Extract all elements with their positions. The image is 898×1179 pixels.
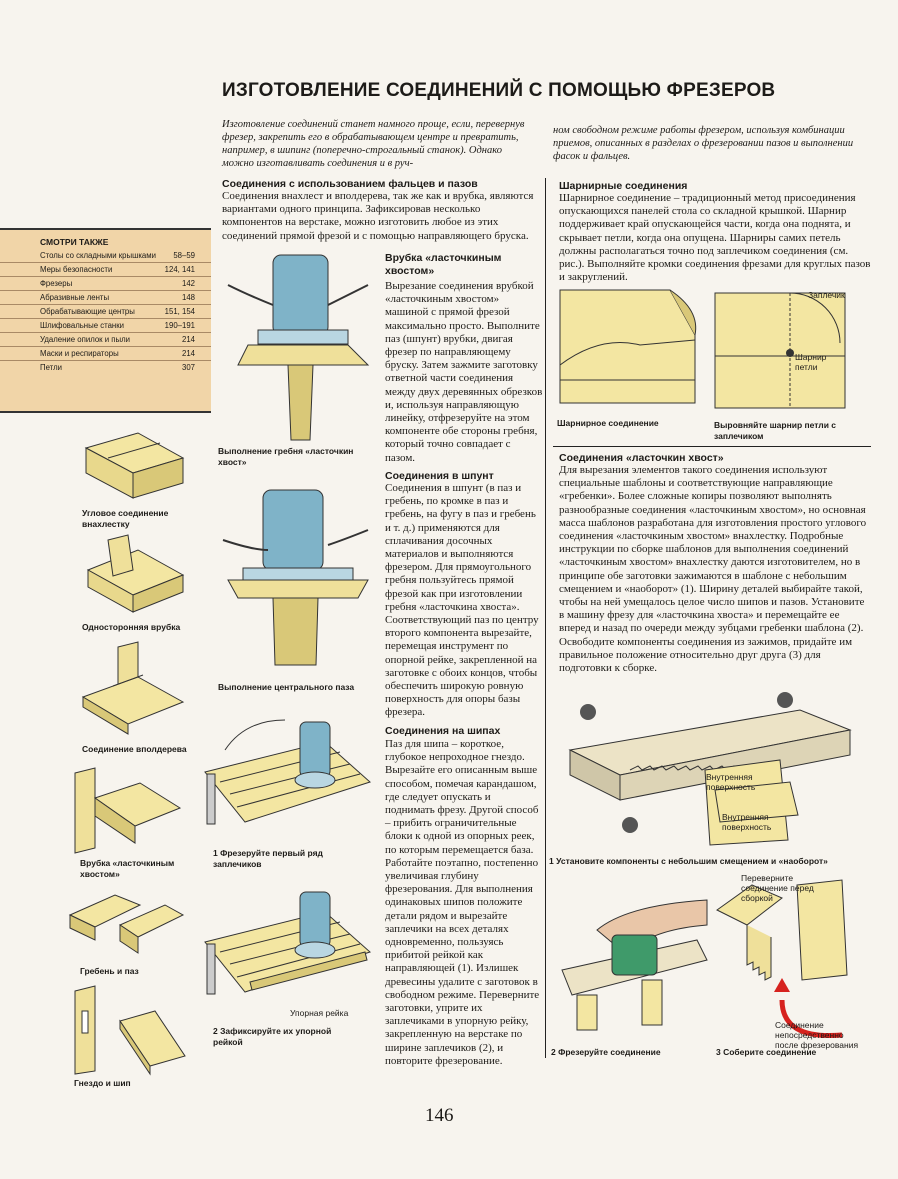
router-central-groove-illustration bbox=[222, 489, 369, 666]
label-fence: Упорная рейка bbox=[290, 1008, 349, 1018]
one-side-housing-illustration bbox=[86, 534, 185, 613]
label-flip: Переверните соединение перед сборкой bbox=[741, 873, 814, 903]
heading-rabbet: Соединения с использованием фальцев и па… bbox=[222, 178, 478, 190]
caption-dovetail-housing: Врубка «ласточкиным хвостом» bbox=[80, 858, 175, 879]
caption-step1: 1 Фрезеруйте первый ряд заплечиков bbox=[213, 848, 323, 869]
body-rabbet: Соединения внахлест и вполдерева, так же… bbox=[222, 190, 534, 242]
body-dovetail: Для вырезания элементов такого соединени… bbox=[559, 464, 867, 675]
caption-hinge-left: Шарнирное соединение bbox=[557, 418, 659, 428]
body-dovetail-housing: Вырезание соединения врубкой «ласточкины… bbox=[385, 280, 543, 464]
tenon-step2-illustration bbox=[204, 891, 371, 995]
see-also-title: СМОТРИ ТАКЖЕ bbox=[40, 237, 109, 247]
hinge-joint-illustration bbox=[559, 289, 697, 404]
body-tongue: Соединения в шпунт (в паз и гребень, по … bbox=[385, 482, 539, 719]
tenon-step1-illustration bbox=[204, 719, 371, 825]
label-inner1: Внутренняя поверхность bbox=[706, 772, 756, 792]
caption-tongue-groove: Гребень и паз bbox=[80, 966, 139, 976]
label-inner2: Внутренняя поверхность bbox=[722, 812, 772, 832]
mortise-tenon-illustration bbox=[74, 985, 186, 1076]
caption-hinge-right: Выровняйте шарнир петли с заплечиком bbox=[714, 420, 837, 441]
caption-corner-lap: Угловое соединение внахлестку bbox=[82, 508, 169, 529]
page-number: 146 bbox=[425, 1105, 454, 1126]
body-hinge: Шарнирное соединение – традиционный мето… bbox=[559, 192, 871, 284]
section-rule bbox=[553, 446, 871, 447]
caption-mortise-tenon: Гнездо и шип bbox=[74, 1078, 131, 1088]
see-also-box: СМОТРИ ТАКЖЕ Столы со складными крышками… bbox=[0, 228, 211, 413]
label-after: Соединение непосредственно после фрезеро… bbox=[775, 1020, 859, 1050]
hinge-alignment-illustration bbox=[714, 292, 846, 409]
caption-step2: 2 Зафиксируйте их упорной рейкой bbox=[213, 1026, 332, 1047]
caption-dovetail-ridge: Выполнение гребня «ласточкин хвост» bbox=[218, 446, 354, 467]
label-hinge: Шарнир петли bbox=[795, 352, 827, 372]
heading-tongue: Соединения в шпунт bbox=[385, 470, 494, 482]
caption-dovetail-step1: 1 Установите компоненты с небольшим смещ… bbox=[549, 856, 828, 866]
dovetail-step3-illustration bbox=[716, 879, 848, 1039]
tongue-groove-illustration bbox=[68, 894, 185, 954]
page-title: ИЗГОТОВЛЕНИЕ СОЕДИНЕНИЙ С ПОМОЩЬЮ ФРЕЗЕР… bbox=[222, 80, 776, 101]
caption-one-side: Односторонняя врубка bbox=[82, 622, 181, 632]
caption-central-groove: Выполнение центрального паза bbox=[218, 682, 355, 692]
heading-dovetail: Соединения «ласточкин хвост» bbox=[559, 452, 724, 464]
heading-hinge: Шарнирные соединения bbox=[559, 180, 688, 192]
intro-left: Изготовление соединений станет намного п… bbox=[222, 119, 525, 169]
caption-half-lap: Соединение вполдерева bbox=[82, 744, 187, 754]
body-tenon: Паз для шипа – короткое, глубокое непрох… bbox=[385, 738, 540, 1067]
caption-dovetail-step3: 3 Соберите соединение bbox=[716, 1047, 817, 1057]
corner-lap-illustration bbox=[84, 432, 185, 499]
caption-dovetail-step2: 2 Фрезеруйте соединение bbox=[551, 1047, 661, 1057]
column-rule bbox=[545, 178, 546, 1058]
router-dovetail-ridge-illustration bbox=[227, 254, 370, 441]
dovetail-housing-illustration bbox=[74, 767, 182, 854]
heading-dovetail-housing: Врубка «ласточкиным хвостом» bbox=[385, 252, 502, 277]
intro-right: ном свободном режиме работы фрезером, ис… bbox=[553, 125, 854, 162]
dovetail-step2-illustration bbox=[561, 899, 708, 1031]
dovetail-jig-illustration bbox=[568, 692, 852, 846]
label-shoulder: Заплечик bbox=[808, 290, 845, 300]
half-lap-illustration bbox=[81, 641, 185, 735]
heading-tenon: Соединения на шипах bbox=[385, 725, 501, 737]
